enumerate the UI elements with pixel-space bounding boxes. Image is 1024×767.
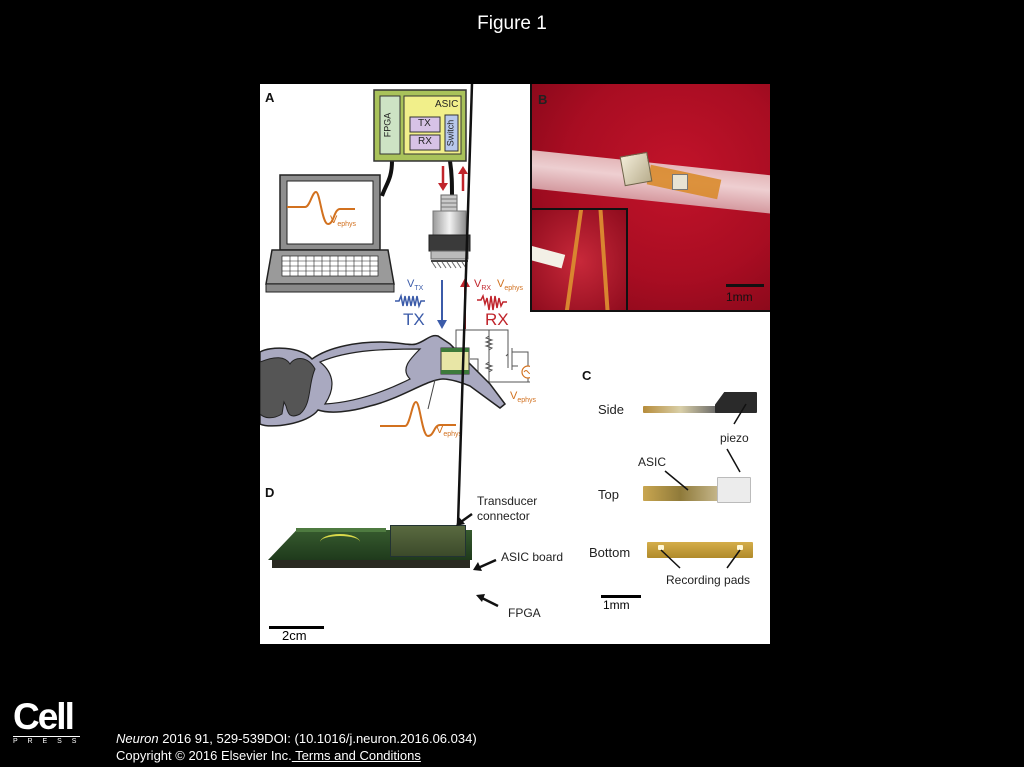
figure-1: A <box>260 84 770 644</box>
transducer-cable <box>448 160 454 200</box>
asic-chip <box>672 174 688 190</box>
rx-block-label: RX <box>418 136 432 147</box>
tx-arrow <box>437 320 447 329</box>
board-edge <box>296 528 386 532</box>
ac-source <box>521 365 530 379</box>
circuit-vephys-label: Vephys <box>510 390 537 405</box>
device-top-view <box>643 486 718 501</box>
copyright-line: Copyright © 2016 Elsevier Inc. Terms and… <box>116 748 421 763</box>
panel-c-label: C <box>582 368 592 383</box>
slide-title: Figure 1 <box>477 13 547 34</box>
panel-a-label: A <box>265 90 275 105</box>
piezo-top <box>717 477 751 503</box>
laptop-vephys-label: Vephys <box>330 214 357 229</box>
vtx-label: VTX <box>407 278 424 293</box>
rx-wave <box>477 293 507 311</box>
piezo-annotation: piezo <box>720 431 749 445</box>
panel-b-label: B <box>538 92 548 107</box>
piezo-cube <box>619 151 653 187</box>
asic-board-annotation: ASIC board <box>501 550 564 564</box>
nerve-ephys-signal <box>380 400 456 438</box>
implant-circuit <box>455 329 530 383</box>
panel-b-photo: B 1mm <box>530 84 770 312</box>
tx-block-label: TX <box>418 118 431 129</box>
panel-d-scalebar <box>269 626 324 629</box>
transducer-annotation-line2: connector <box>477 509 530 523</box>
asic-annotation: ASIC <box>638 455 667 469</box>
panel-d-label: D <box>265 485 275 500</box>
laptop-cable <box>380 160 394 197</box>
copyright-text: Copyright © 2016 Elsevier Inc. <box>116 748 292 763</box>
fpga-label: FPGA <box>382 112 393 138</box>
rx-vephys-label: Vephys <box>497 278 524 293</box>
fpga-annotation: FPGA <box>508 606 541 620</box>
transducer-connector-board <box>390 525 466 557</box>
logo-main: Cell <box>13 696 75 737</box>
recording-pads-annotation: Recording pads <box>666 573 751 587</box>
row-top-label: Top <box>598 487 619 502</box>
panel-b-scale-label: 1mm <box>726 290 753 304</box>
fpga-board <box>272 560 470 568</box>
laptop <box>265 174 395 293</box>
switch-label: Switch <box>445 119 456 147</box>
panel-c-scalebar <box>601 595 641 598</box>
panel-b-scalebar <box>726 284 764 287</box>
panel-c-scale-label: 1mm <box>603 598 630 612</box>
recording-pad <box>658 545 664 550</box>
citation-details: 2016 91, 529-539DOI: (10.1016/j.neuron.2… <box>158 731 477 746</box>
asic-label: ASIC <box>435 99 459 110</box>
rx-arrow <box>460 278 470 287</box>
panel-d-scale-label: 2cm <box>282 628 307 643</box>
piezo-side <box>715 392 757 413</box>
tx-wave <box>395 293 425 309</box>
transducer-annotation-line1: Transducer <box>477 494 538 508</box>
vrx-label: VRX <box>474 278 492 293</box>
logo-sub: P R E S S <box>13 736 81 745</box>
journal-name: Neuron <box>116 731 159 746</box>
yellow-wire <box>320 534 360 550</box>
citation: Neuron 2016 91, 529-539DOI: (10.1016/j.n… <box>116 731 477 746</box>
cell-press-logo: Cell P R E S S <box>13 696 81 745</box>
rx-label: RX <box>485 310 509 329</box>
device-side-view <box>643 406 718 413</box>
panel-b-inset <box>532 208 628 310</box>
ultrasound-transducer <box>428 194 471 269</box>
nerve-vephys-label: Vephys <box>436 424 463 439</box>
terms-link[interactable]: Terms and Conditions <box>291 748 421 763</box>
row-side-label: Side <box>598 402 625 417</box>
recording-pad <box>737 545 743 550</box>
row-bottom-label: Bottom <box>589 545 631 560</box>
panel-a-diagram <box>260 89 530 438</box>
tx-label: TX <box>403 310 425 329</box>
